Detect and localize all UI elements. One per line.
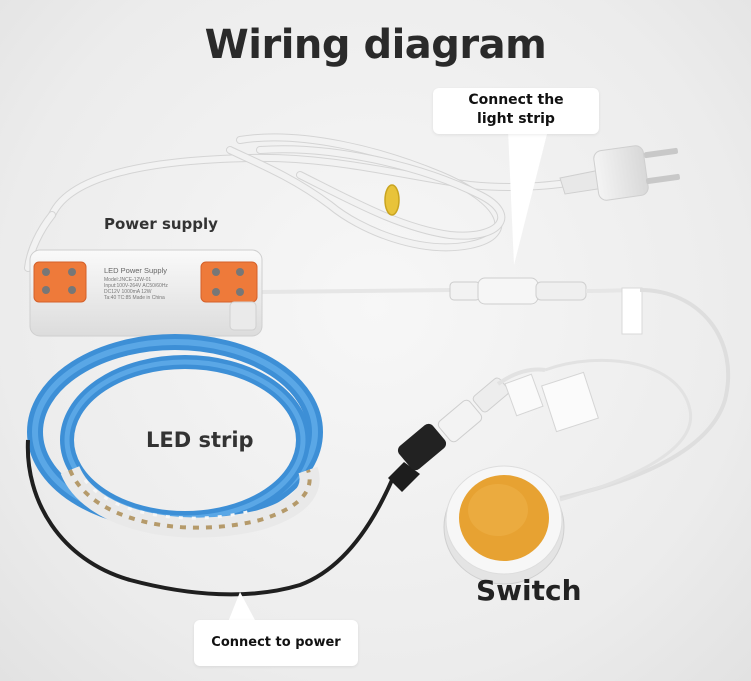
callout-light-line2: light strip [477, 111, 555, 127]
callout-connect-light-strip: Connect the light strip [433, 88, 599, 134]
power-supply-unit: LED Power Supply Model:JNCE-12W-01 Input… [29, 249, 263, 337]
dc-cable [261, 288, 456, 294]
black-power-wire [25, 439, 394, 597]
switch-label: Switch [476, 574, 582, 607]
twist-tie [384, 184, 400, 216]
psu-text-3: Input:100V-264V AC50/60Hz [104, 283, 168, 289]
power-supply-label: Power supply [104, 215, 218, 233]
led-strip-coil [27, 334, 323, 538]
callout-pointer-power [228, 592, 256, 622]
ac-plug [559, 145, 680, 201]
touch-switch [443, 465, 565, 585]
cable-tag [621, 287, 643, 335]
psu-text-2: Model:JNCE-12W-01 [104, 277, 151, 283]
led-strip-label: LED strip [146, 428, 254, 452]
switch-cable [559, 288, 731, 500]
cable-tag-3 [541, 371, 599, 433]
switch-cable-2 [544, 358, 693, 502]
psu-text-5: Ta:40 TC:85 Made in China [104, 295, 165, 301]
psu-text-1: LED Power Supply [104, 266, 167, 275]
cable-tag-2 [504, 373, 544, 417]
callout-light-line1: Connect the [468, 92, 564, 108]
page-title: Wiring diagram [204, 22, 547, 68]
dc-jack [388, 367, 546, 492]
psu-text-4: DC12V 1000mA 12W [104, 289, 152, 295]
callout-pointer-light [508, 130, 548, 265]
callout-connect-to-power: Connect to power [194, 620, 358, 666]
barrel-connector [449, 277, 641, 305]
